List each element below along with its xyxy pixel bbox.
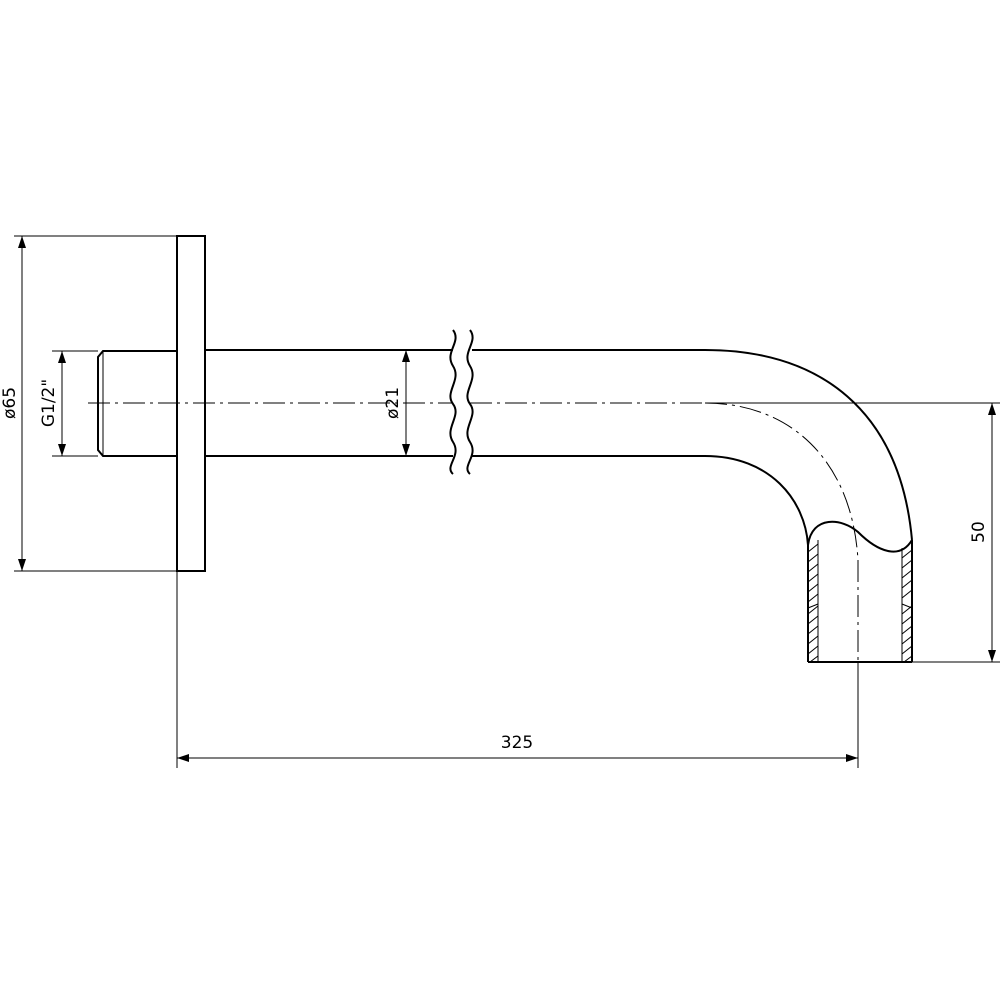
dimension-drop-height-label: 50 bbox=[969, 521, 989, 543]
dimension-total-length: 325 bbox=[176, 571, 859, 768]
spout-pipe bbox=[205, 329, 705, 475]
dimension-drop-height: 50 bbox=[705, 402, 1000, 663]
section-hatching-right bbox=[901, 549, 913, 663]
spout-bend bbox=[704, 349, 913, 561]
center-lines bbox=[88, 402, 859, 662]
dimension-flange-diameter-label: ø65 bbox=[0, 387, 20, 419]
dimension-total-length-label: 325 bbox=[501, 733, 533, 753]
dimension-flange-diameter: ø65 bbox=[0, 235, 177, 572]
spout-outlet bbox=[807, 540, 913, 663]
dimension-pipe-diameter-label: ø21 bbox=[383, 387, 403, 419]
dimension-thread: G1/2" bbox=[39, 350, 98, 457]
section-hatching-left bbox=[807, 543, 819, 663]
dimension-pipe-diameter: ø21 bbox=[383, 350, 410, 456]
dimension-thread-label: G1/2" bbox=[39, 379, 59, 427]
